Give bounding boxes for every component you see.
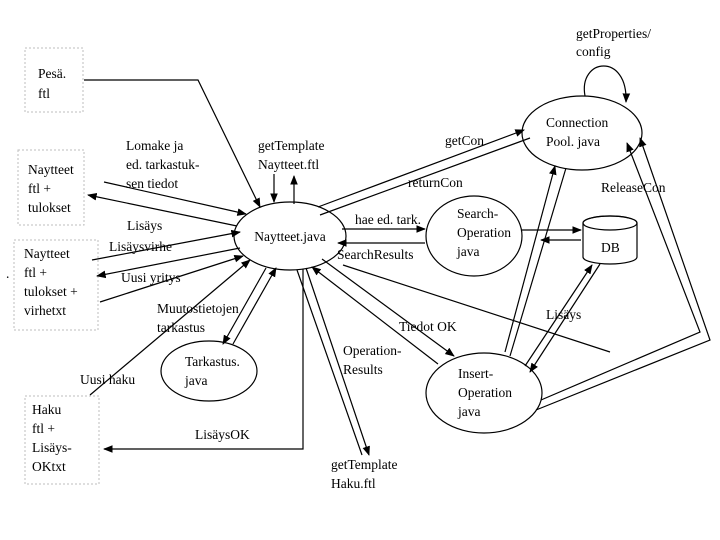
- lisays-left-label: Lisäys: [127, 218, 162, 233]
- edge-tiedot-long: [342, 264, 611, 353]
- naytteet-virhe-box: [13, 239, 99, 331]
- edge-releasecon-b: [535, 137, 711, 411]
- db-text: DB: [601, 240, 620, 255]
- edge-returncon: [319, 137, 531, 216]
- pesa-ftl-text: Pesä.ftl: [38, 66, 66, 101]
- edge-pool-to-insert: [509, 167, 567, 357]
- stray-dot-label: .: [6, 266, 9, 281]
- edge-getproperties-loop: [583, 65, 631, 103]
- searchresults-label: SearchResults: [337, 247, 414, 262]
- pesa-ftl-box: [24, 47, 84, 113]
- edge-naytteet-to-insert: [321, 258, 455, 357]
- edge-insert-to-pool: [504, 165, 557, 353]
- edge-releasecon: [540, 142, 701, 401]
- releasecon-label: ReleaseCon: [601, 180, 666, 195]
- operation-results-label: Operation-Results: [343, 343, 402, 377]
- edge-lomake-to-naytteet: [103, 181, 247, 216]
- edge-naytteet-to-virhe: [96, 247, 241, 279]
- lisaysvirhe-label: Lisäysvirhe: [109, 239, 172, 254]
- tiedot-ok-label: Tiedot OK: [399, 319, 457, 334]
- edge-uusiyritys-to-naytteet: [99, 254, 244, 303]
- uusi-haku-label: Uusi haku: [80, 372, 135, 387]
- edge-naytteet-to-tarkastus: [222, 267, 267, 345]
- naytteet-java-text: Naytteet.java: [254, 229, 326, 244]
- edge-insert-to-db: [524, 264, 593, 367]
- haku-lisays-box: [24, 395, 100, 485]
- edge-tarkastus-to-naytteet: [232, 267, 277, 345]
- search-operation-node: [425, 195, 523, 277]
- edge-db-to-insert: [529, 263, 601, 373]
- edge-pesa-to-naytteet: [84, 79, 261, 208]
- lisays-ok-label: LisäysOK: [195, 427, 250, 442]
- tarkastus-java-node: [160, 340, 258, 402]
- lisays-right-label: Lisäys: [546, 307, 581, 322]
- tarkastus-java-text: Tarkastus.java: [184, 354, 240, 388]
- uusi-yritys-label: Uusi yritys: [121, 270, 181, 285]
- connection-pool-node: [521, 95, 643, 171]
- edge-getcon: [317, 129, 525, 208]
- getcon-label: getCon: [445, 133, 484, 148]
- hae-ed-tark-label: hae ed. tark.: [355, 212, 421, 227]
- edge-lisays-to-naytteet: [91, 229, 241, 261]
- db-cylinder: [582, 215, 638, 265]
- edge-uusihaku-to-naytteet: [89, 259, 251, 396]
- getproperties-label: getProperties/config: [576, 26, 651, 59]
- edge-gettemplate-haku-b: [305, 267, 370, 456]
- edge-insert-to-naytteet: [311, 266, 439, 365]
- naytteet-tulokset-box: [17, 149, 85, 226]
- returncon-label: returnCon: [408, 175, 463, 190]
- insert-operation-node: [425, 352, 543, 434]
- edge-naytteet-to-haku: [103, 269, 304, 453]
- edge-gettemplate-haku-a: [296, 269, 363, 456]
- edge-naytteet-to-tulokset: [87, 193, 238, 227]
